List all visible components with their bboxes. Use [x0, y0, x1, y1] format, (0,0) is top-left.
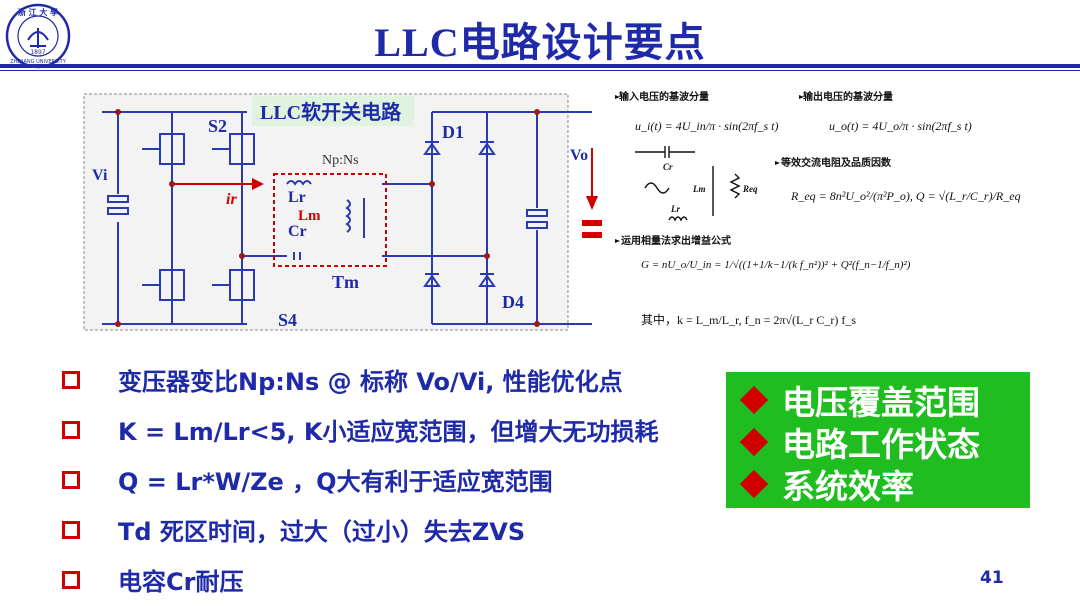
- circuit-label-bg: [252, 96, 414, 126]
- label-cr: Cr: [288, 223, 307, 240]
- label-d4: D4: [502, 292, 524, 312]
- highlight-text: 系统效率: [782, 467, 914, 506]
- formula-output: u_o(t) = 4U_o/π · sin(2πf_s t): [829, 119, 972, 133]
- page-number: 41: [980, 568, 1004, 588]
- label-lr: Lr: [288, 189, 306, 206]
- label-s2: S2: [208, 116, 227, 136]
- small-label-lm: Lm: [692, 184, 706, 194]
- svg-text:1897: 1897: [30, 49, 45, 56]
- highlight-text: 电路工作状态: [782, 425, 980, 464]
- highlight-text: 电压覆盖范围: [782, 383, 980, 422]
- llc-circuit-diagram: LLC软开关电路 Vi Vo S2 S4 D1 D4 Np:Ns ir Lr L…: [83, 93, 602, 331]
- heading-output: 输出电压的基波分量: [803, 90, 893, 103]
- title-rule-thin: [0, 70, 1080, 71]
- label-vo: Vo: [570, 147, 588, 164]
- bullet-square-icon: [62, 471, 80, 489]
- bullet-square-icon: [62, 421, 80, 439]
- formula-gain: G = nU_o/U_in = 1/√((1+1/k−1/(k f_n²))² …: [641, 259, 911, 271]
- list-item: Td 死区时间，过大（过小）失去ZVS: [62, 512, 742, 562]
- bullet-text: Td 死区时间，过大（过小）失去ZVS: [118, 518, 526, 546]
- diamond-bullet-icon: [739, 427, 769, 457]
- label-lm: Lm: [298, 208, 321, 224]
- formula-where: 其中，k = L_m/L_r, f_n = 2π√(L_r C_r) f_s: [641, 312, 856, 327]
- bullet-square-icon: [62, 371, 80, 389]
- list-item: Q = Lr*W/Ze ，Q大有利于适应宽范围: [62, 462, 742, 512]
- formula-panel: 输入电压的基波分量 输出电压的基波分量 等效交流电阻及品质因数 运用相量法求出增…: [615, 90, 1021, 327]
- highlight-box: 电压覆盖范围 电路工作状态 系统效率: [726, 372, 1030, 508]
- label-d1: D1: [442, 122, 464, 142]
- label-vi: Vi: [92, 167, 108, 184]
- highlight-item: 电压覆盖范围: [738, 378, 980, 422]
- small-label-req: Req: [742, 184, 758, 194]
- bullet-square-icon: [62, 571, 80, 589]
- page-title: LLC电路设计要点: [374, 20, 706, 65]
- bullet-text: K = Lm/Lr<5, K小适应宽范围，但增大无功损耗: [118, 418, 659, 446]
- highlight-item: 电路工作状态: [738, 420, 980, 464]
- small-label-cr: Cr: [663, 162, 673, 172]
- diamond-bullet-icon: [739, 469, 769, 499]
- formula-input: u_i(t) = 4U_in/π · sin(2πf_s t): [635, 119, 778, 133]
- list-item: 变压器变比Np:Ns @ 标称 Vo/Vi, 性能优化点: [62, 362, 742, 412]
- list-item: K = Lm/Lr<5, K小适应宽范围，但增大无功损耗: [62, 412, 742, 462]
- bullet-text: Q = Lr*W/Ze ，Q大有利于适应宽范围: [118, 468, 553, 496]
- heading-gain: 运用相量法求出增益公式: [621, 234, 731, 247]
- label-ratio: Np:Ns: [322, 153, 359, 168]
- diamond-bullet-icon: [739, 385, 769, 415]
- list-item: 电容Cr耐压: [62, 562, 742, 612]
- label-s4: S4: [278, 310, 297, 330]
- label-tm: Tm: [332, 272, 359, 292]
- bullet-text: 电容Cr耐压: [118, 568, 244, 596]
- svg-text:ZHEJIANG UNIVERSITY: ZHEJIANG UNIVERSITY: [10, 59, 67, 65]
- bullet-list: 变压器变比Np:Ns @ 标称 Vo/Vi, 性能优化点 K = Lm/Lr<5…: [62, 362, 742, 612]
- bullet-square-icon: [62, 521, 80, 539]
- label-ir: ir: [226, 191, 237, 208]
- title-rule: [0, 64, 1080, 68]
- highlight-item: 系统效率: [738, 462, 914, 506]
- circuit-title: LLC软开关电路: [260, 100, 402, 124]
- heading-input: 输入电压的基波分量: [619, 90, 709, 103]
- small-label-lr: Lr: [670, 204, 680, 214]
- formula-req: R_eq = 8n²U_o²/(π²P_o), Q = √(L_r/C_r)/R…: [790, 189, 1021, 203]
- bullet-text: 变压器变比Np:Ns @ 标称 Vo/Vi, 性能优化点: [118, 368, 623, 396]
- svg-text:浙 江 大 學: 浙 江 大 學: [18, 7, 58, 17]
- heading-equiv: 等效交流电阻及品质因数: [781, 156, 892, 169]
